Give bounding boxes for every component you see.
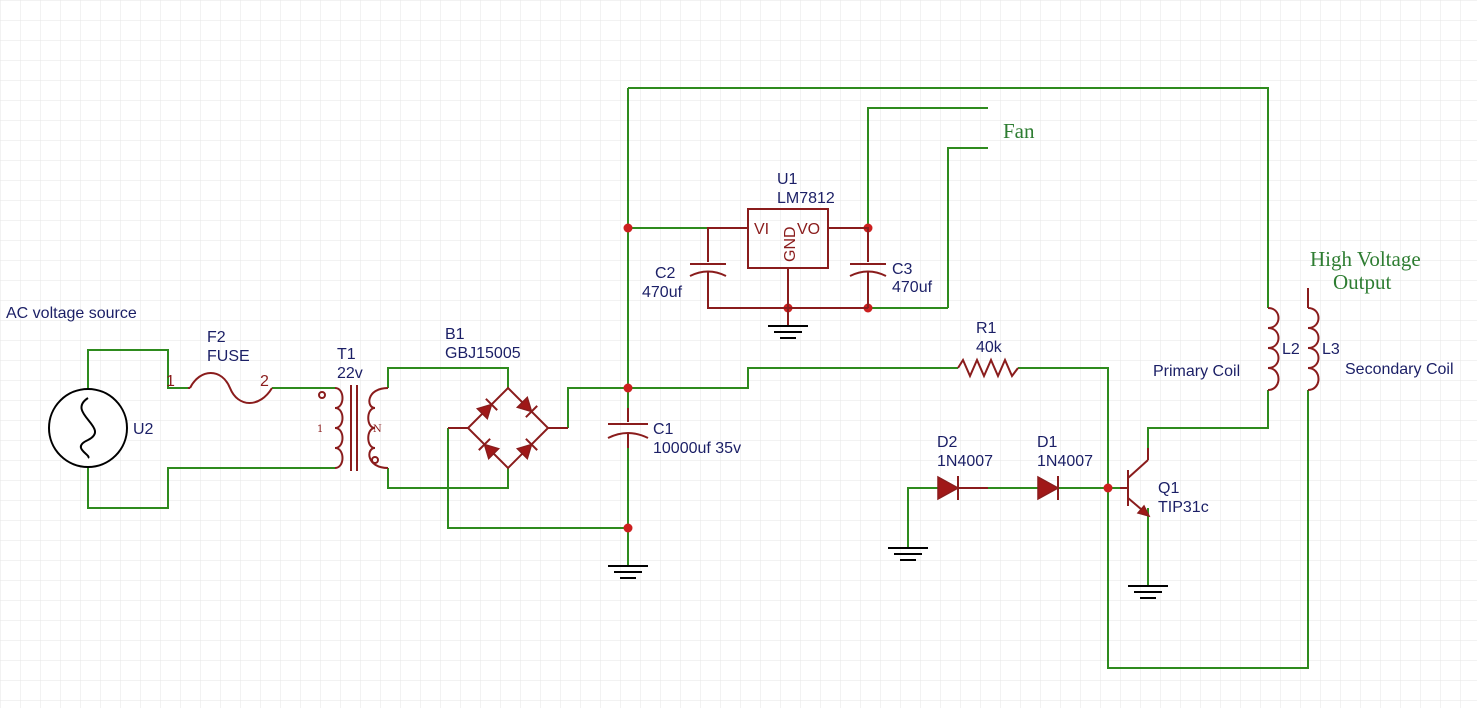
- fuse-pin-1: 1: [166, 373, 175, 390]
- t1-pin-left: 1: [317, 424, 323, 435]
- d1-ref: D1: [1037, 434, 1058, 451]
- ground-symbol-regulator: [768, 308, 808, 339]
- secondary-coil-label: Secondary Coil: [1345, 361, 1454, 378]
- q1-transistor-symbol[interactable]: [1120, 448, 1151, 518]
- d1-value: 1N4007: [1037, 453, 1093, 470]
- f2-value: FUSE: [207, 348, 250, 365]
- fuse-pin-2: 2: [260, 373, 269, 390]
- output-label: Output: [1333, 270, 1392, 294]
- r1-resistor-symbol[interactable]: [957, 357, 1019, 379]
- fuse-symbol[interactable]: [188, 372, 273, 404]
- ac-source-label: AC voltage source: [6, 305, 137, 322]
- ground-symbol-transistor: [1128, 585, 1168, 599]
- high-voltage-label: High Voltage: [1310, 247, 1421, 271]
- r1-value: 40k: [976, 339, 1003, 356]
- c2-value: 470uf: [642, 284, 683, 301]
- c3-ref: C3: [892, 261, 913, 278]
- d1-diode-symbol[interactable]: [1037, 475, 1060, 501]
- d2-diode-symbol[interactable]: [937, 475, 988, 501]
- t1-pin-right: N: [373, 424, 382, 435]
- fan-label: Fan: [1003, 119, 1035, 143]
- c3-value: 470uf: [892, 279, 933, 296]
- c3-capacitor-symbol[interactable]: [828, 227, 887, 308]
- primary-coil-label: Primary Coil: [1153, 363, 1240, 380]
- u1-ref: U1: [777, 171, 798, 188]
- t1-value: 22v: [337, 365, 363, 382]
- b1-ref: B1: [445, 326, 465, 343]
- l3-coil-symbol[interactable]: [1307, 288, 1320, 391]
- c1-ref: C1: [653, 421, 674, 438]
- u1-pin-vo: VO: [797, 221, 820, 238]
- d2-ref: D2: [937, 434, 958, 451]
- u2-ref: U2: [133, 421, 154, 438]
- c1-value: 10000uf 35v: [653, 440, 741, 457]
- l2-coil-symbol[interactable]: [1267, 307, 1280, 391]
- d2-value: 1N4007: [937, 453, 993, 470]
- u1-pin-gnd: GND: [782, 226, 799, 262]
- ac-source-symbol[interactable]: [48, 388, 128, 468]
- regulator-symbol[interactable]: [747, 208, 829, 308]
- bridge-rectifier-symbol[interactable]: [448, 386, 568, 470]
- u1-pin-vi: VI: [754, 221, 769, 238]
- q1-value: TIP31c: [1158, 499, 1209, 516]
- l3-ref: L3: [1322, 341, 1340, 358]
- c2-ref: C2: [655, 265, 676, 282]
- f2-ref: F2: [207, 329, 226, 346]
- b1-value: GBJ15005: [445, 345, 521, 362]
- q1-ref: Q1: [1158, 480, 1179, 497]
- ground-symbol-diodes: [888, 547, 928, 561]
- ground-symbol-c1: [608, 565, 648, 579]
- r1-ref: R1: [976, 320, 997, 337]
- c2-capacitor-symbol[interactable]: [689, 227, 868, 309]
- u1-value: LM7812: [777, 190, 835, 207]
- l2-ref: L2: [1282, 341, 1300, 358]
- transformer-symbol[interactable]: [318, 385, 389, 471]
- c1-capacitor-symbol[interactable]: [607, 408, 649, 448]
- t1-ref: T1: [337, 346, 356, 363]
